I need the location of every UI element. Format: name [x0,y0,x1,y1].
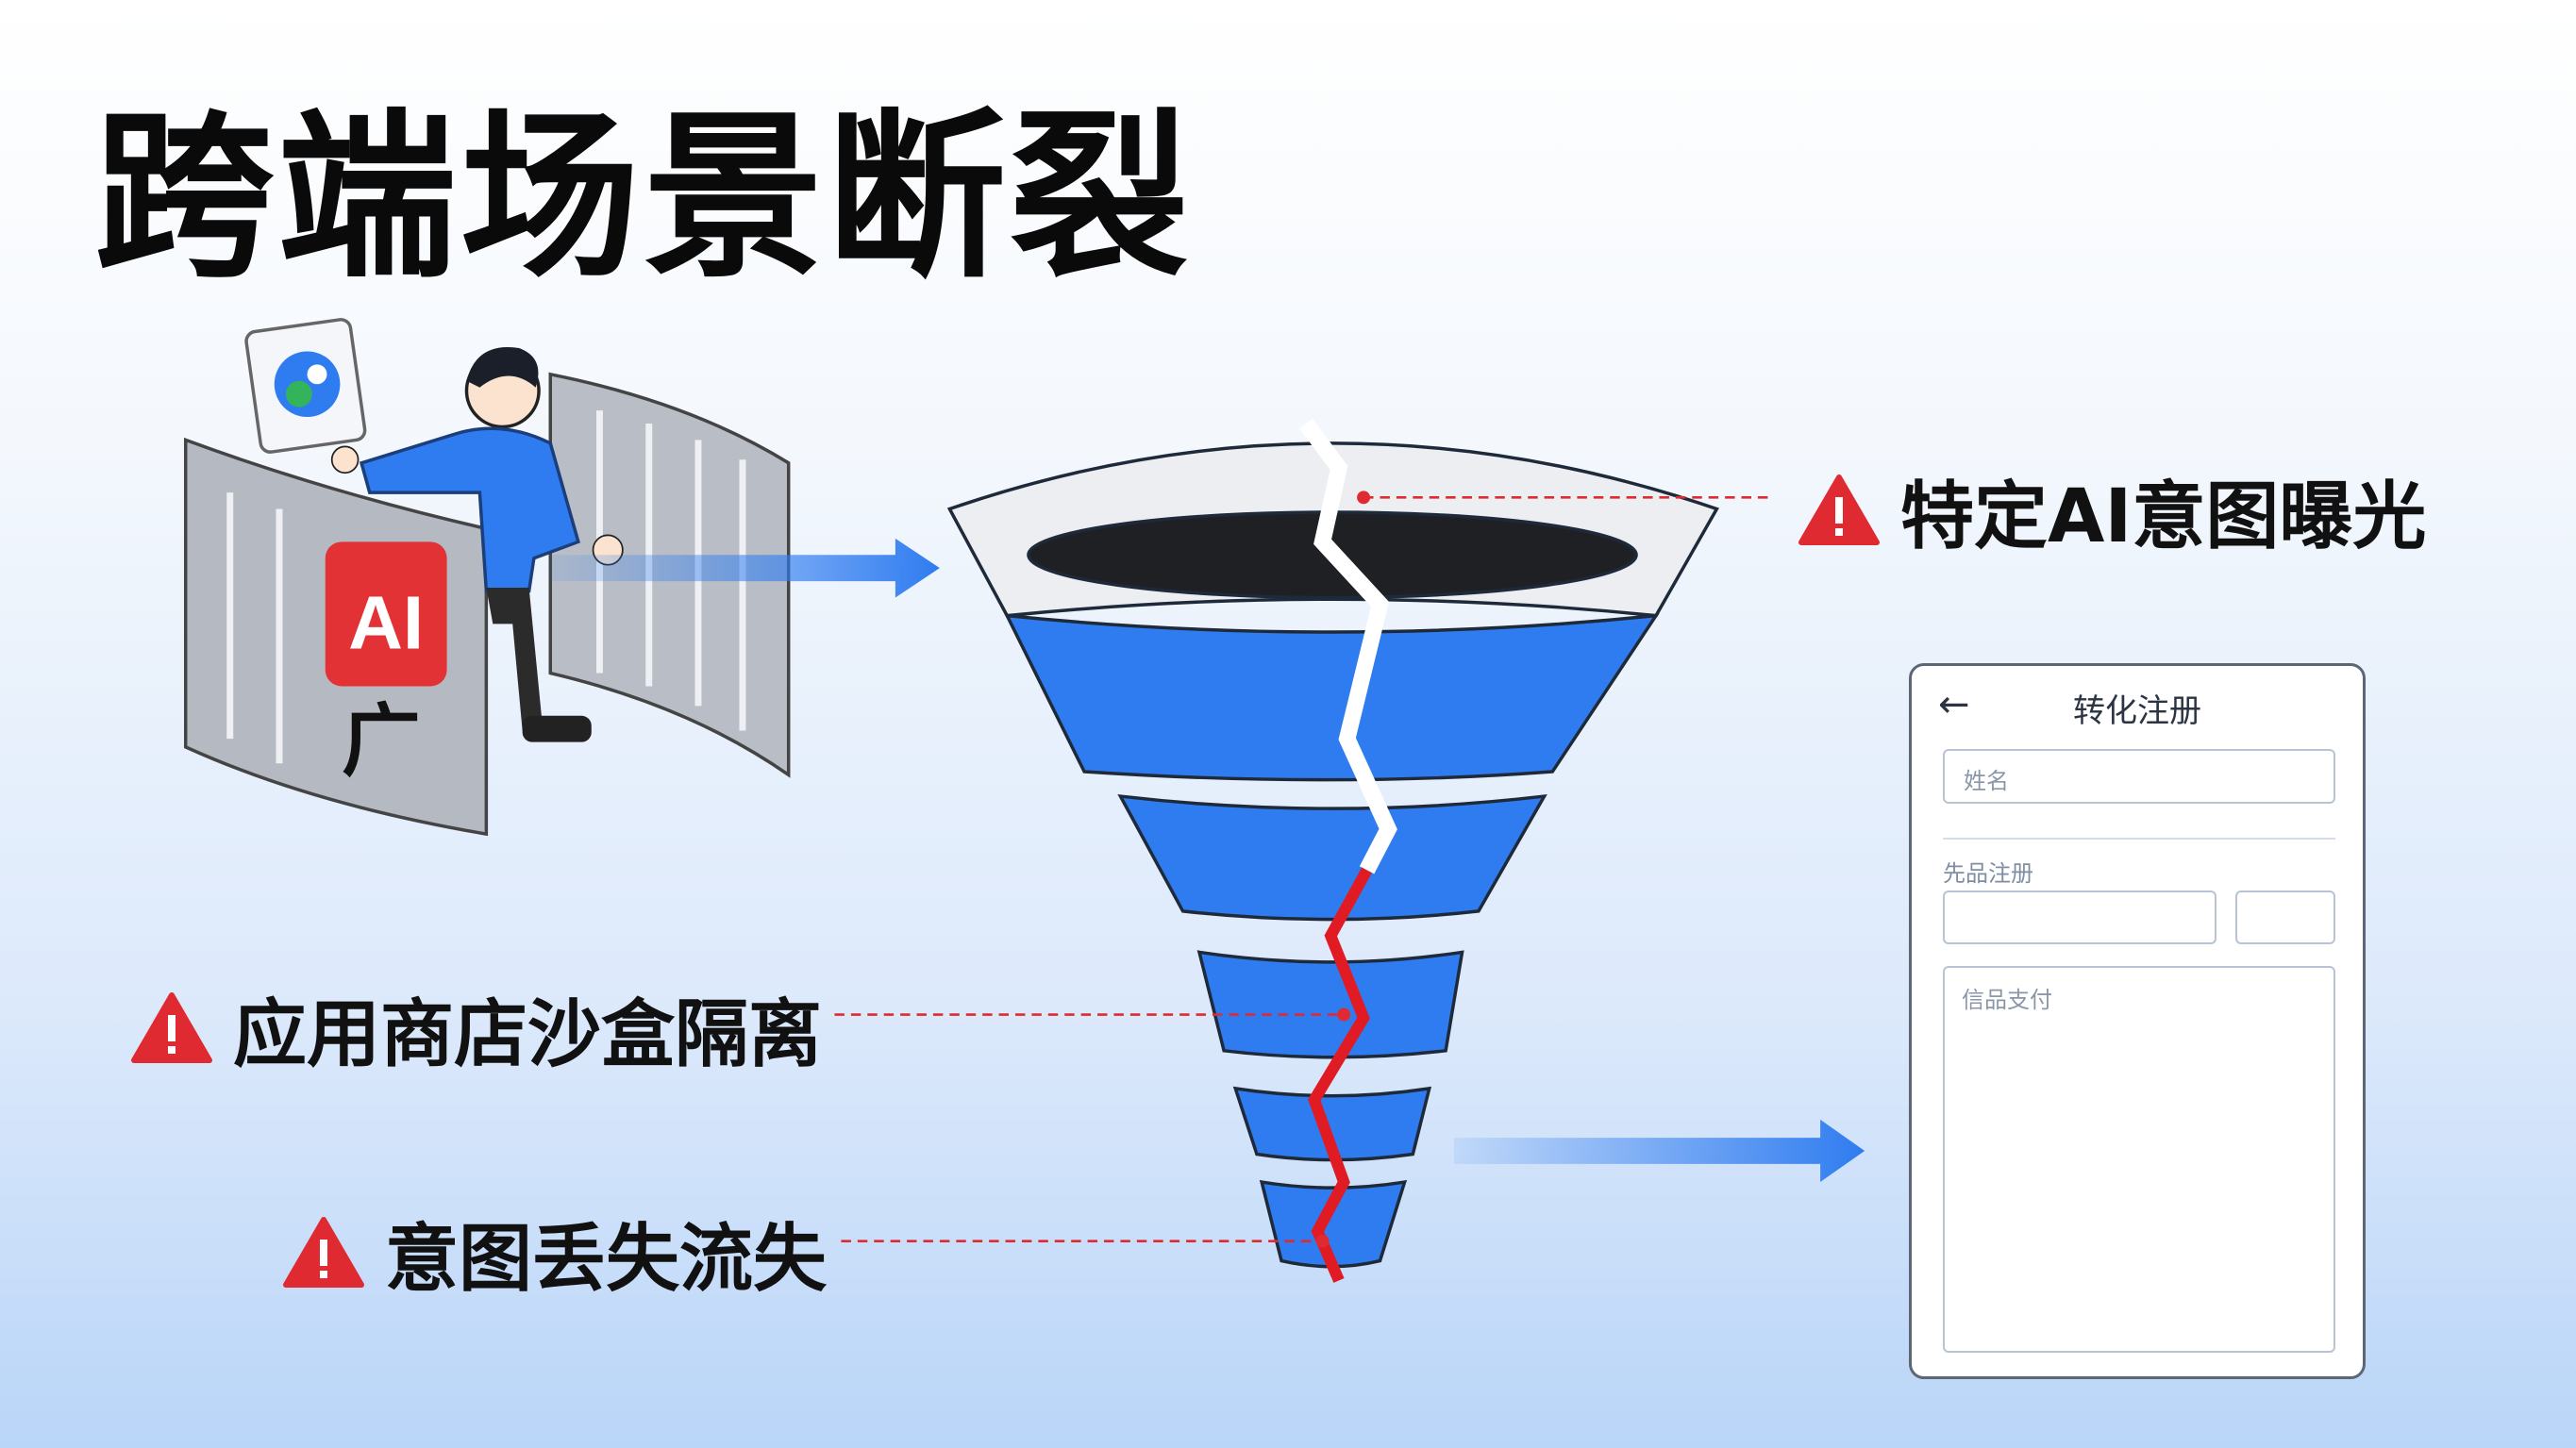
divider [1943,838,2335,840]
ai-badge-text: AI [348,580,424,664]
ad-caption: 广 [342,695,421,788]
arrow-left-icon[interactable]: ← [1938,683,1970,726]
code-field[interactable] [1943,890,2216,944]
registration-form-mockup: ← 转化注册 姓名 先品注册 信品支付 [1909,663,2366,1379]
app-icon [244,318,367,454]
label-text: 意图丢失流失 [385,1217,828,1302]
label-intent-exposure: 特定AI意图曝光 [1798,458,2426,563]
funnel-crack-red [1308,867,1372,1283]
ad-screen-panels: AI 广 [184,372,791,837]
leader-lines [834,496,1775,1243]
label-sandbox-isolation: 应用商店沙盒隔离 [131,975,822,1081]
arrow-to-form [1453,1119,1865,1183]
label-text: 应用商店沙盒隔离 [233,992,823,1077]
arrow-to-funnel [550,538,940,598]
name-placeholder: 姓名 [1964,768,2009,794]
label-text: 特定AI意图曝光 [1900,474,2427,559]
warning-icon [1798,474,1880,545]
code-button[interactable] [2235,890,2335,944]
info-textarea[interactable]: 信品支付 [1943,966,2335,1353]
textarea-placeholder: 信品支付 [1962,987,2052,1013]
name-field[interactable]: 姓名 [1943,749,2335,804]
funnel-crack-white [1299,418,1397,874]
form-title: 转化注册 [2073,692,2201,730]
section-label: 先品注册 [1943,860,2033,887]
warning-icon [283,1217,364,1288]
warning-icon [131,992,212,1063]
page-title: 跨端场景断裂 [94,93,1194,302]
label-intent-loss: 意图丢失流失 [283,1200,827,1306]
